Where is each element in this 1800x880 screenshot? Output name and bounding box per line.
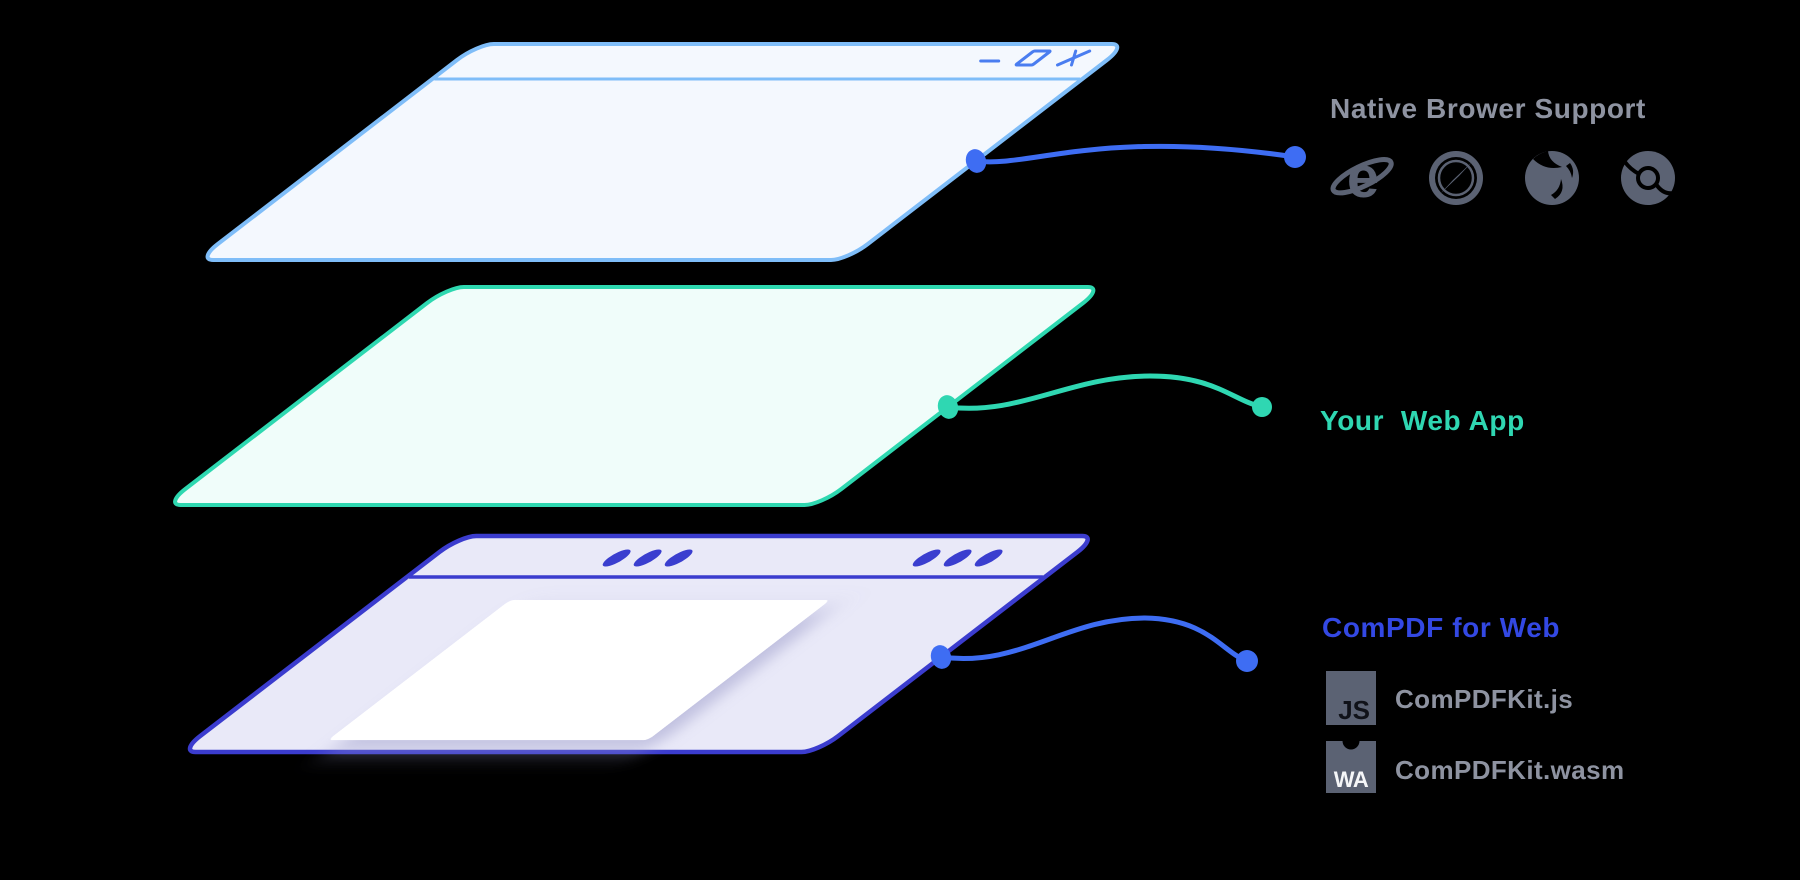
svg-text:WA: WA bbox=[1334, 767, 1369, 792]
browser-window-panel bbox=[197, 44, 1128, 260]
connector-end-dot bbox=[1252, 397, 1272, 417]
connector-end-dot bbox=[1236, 650, 1258, 672]
browser-window-layer bbox=[197, 44, 1128, 260]
compdfkit-wasm-row: WA ComPDFKit.wasm bbox=[1326, 732, 1625, 793]
javascript-badge-icon: JS bbox=[1326, 671, 1376, 725]
compdf-for-web-title: ComPDF for Web bbox=[1322, 612, 1560, 643]
connector-start-dot bbox=[930, 645, 952, 669]
connector-end-dot bbox=[1284, 146, 1306, 168]
close-icon bbox=[1058, 51, 1090, 65]
firefox-icon bbox=[1525, 151, 1579, 205]
native-browser-support-title: Native Brower Support bbox=[1330, 93, 1646, 124]
web-app-layer bbox=[165, 287, 1104, 505]
your-web-app-label: Your Web App bbox=[1320, 405, 1525, 436]
svg-text:JS: JS bbox=[1338, 695, 1370, 725]
chrome-icon bbox=[1621, 151, 1675, 205]
internet-explorer-icon: e bbox=[1330, 145, 1394, 210]
webassembly-badge-icon: WA bbox=[1326, 732, 1376, 793]
svg-text:e: e bbox=[1347, 145, 1379, 210]
safari-icon bbox=[1429, 151, 1483, 205]
connector-start-dot bbox=[965, 149, 987, 173]
compdfkit-js-label: ComPDFKit.js bbox=[1395, 684, 1573, 714]
connector-top bbox=[965, 143, 1306, 173]
web-app-panel bbox=[165, 287, 1104, 505]
titlebar-dots bbox=[602, 549, 1003, 567]
connector-middle bbox=[937, 373, 1272, 419]
connector-bottom bbox=[930, 615, 1258, 672]
compdf-window-layer bbox=[179, 536, 1098, 752]
compdfkit-js-row: JS ComPDFKit.js bbox=[1326, 671, 1573, 725]
maximize-icon bbox=[1016, 51, 1051, 65]
connector-start-dot bbox=[937, 395, 959, 419]
pdf-document-page bbox=[330, 600, 828, 740]
compdfkit-wasm-label: ComPDFKit.wasm bbox=[1395, 755, 1625, 785]
